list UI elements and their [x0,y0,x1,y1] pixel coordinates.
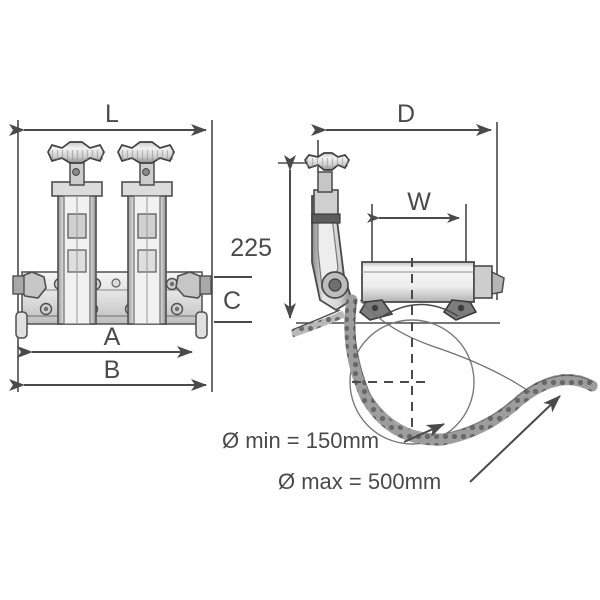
chain-left-tail-links [290,310,346,338]
right-adjust-knob[interactable] [117,141,175,176]
chain-band-edge [354,299,595,435]
right-pivot-fitting [175,271,212,299]
side-pivot-boss [321,271,349,299]
dimension-label-225: 225 [230,234,272,262]
dimension-label-W: W [407,188,431,216]
note-diameter-min: Ø min = 150mm [222,428,379,453]
chain-left-tail [291,309,341,331]
dimension-label-B: B [104,356,121,384]
side-bar-end-cap [473,265,493,299]
chain-band-shade [344,294,598,446]
max-diameter-arc [359,299,531,393]
dimension-label-C: C [223,287,241,315]
left-pivot-fitting [12,271,47,299]
side-view-group [278,122,598,483]
chain-band [344,294,598,446]
dimension-C-ticks [214,276,252,323]
note-diameter-max: Ø max = 500mm [278,469,441,494]
right-spindle-post [117,141,175,325]
left-locating-pin [15,311,28,339]
leader-min-diameter [403,423,445,443]
left-spindle-post [47,141,105,325]
side-tail-fitting [491,270,505,295]
right-locating-pin [195,311,208,339]
side-main-bar [361,261,475,303]
centre-lines [352,258,430,430]
left-adjust-knob[interactable] [47,141,105,176]
leader-max-diameter [469,395,561,483]
side-spindle-shaft [317,171,333,193]
clamp-assembly-front [12,141,212,339]
dimension-label-L: L [105,100,119,128]
side-adjust-knob[interactable] [303,152,351,171]
front-view-group [9,120,252,392]
side-collar-band [311,213,341,224]
dimension-label-A: A [104,323,121,351]
min-diameter-circle [349,319,475,445]
shoe-contour-line [379,303,459,319]
dimension-label-D: D [397,100,415,128]
clamp-assembly-side [303,152,505,321]
